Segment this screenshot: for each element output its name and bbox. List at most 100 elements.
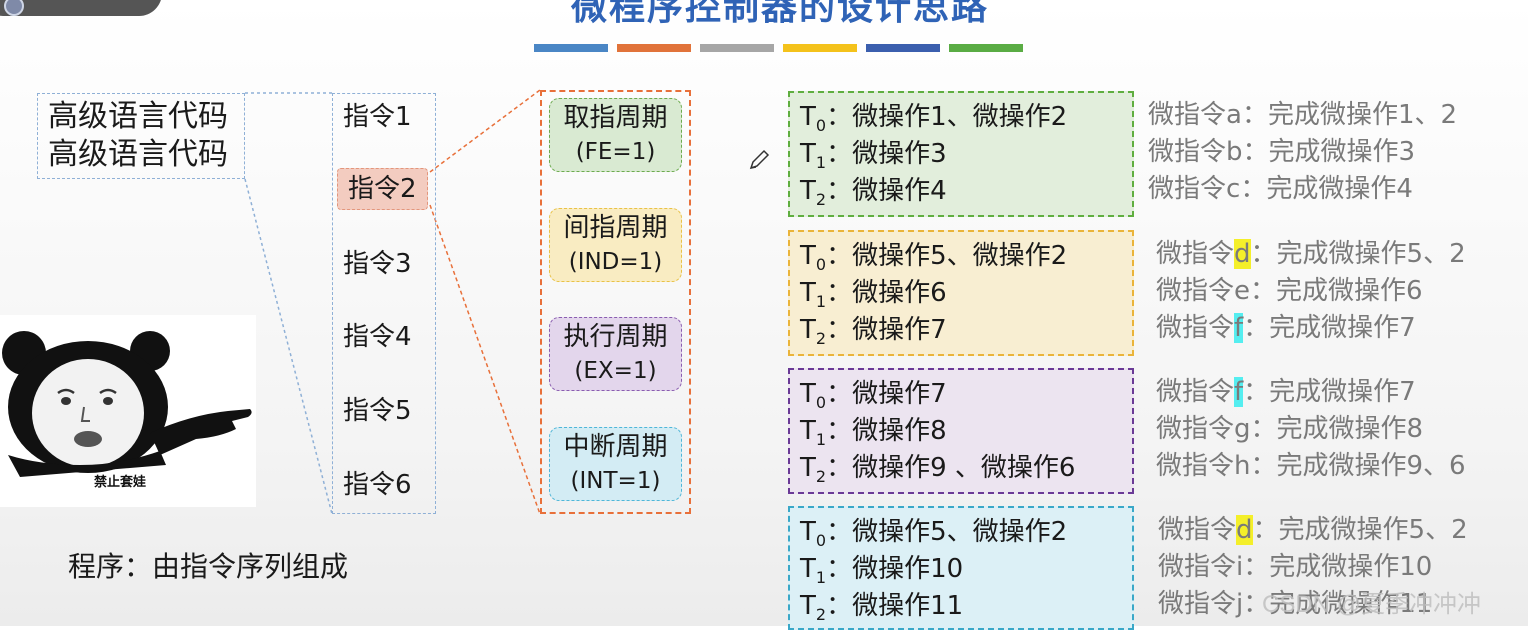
micro-instruction-row: 微指令a：完成微操作1、2: [1148, 97, 1457, 134]
instruction-item: 指令5: [343, 391, 412, 431]
micro-op-text: ：微操作11: [826, 591, 963, 621]
micro-instruction-key: h: [1234, 451, 1250, 481]
micro-instruction-row: 微指令c：完成微操作4: [1148, 171, 1457, 208]
meme-caption: 禁止套娃: [94, 471, 146, 490]
micro-op-text: ：微操作5、微操作2: [826, 241, 1067, 271]
micro-instruction-row: 微指令h：完成微操作9、6: [1156, 448, 1466, 485]
instruction-item-selected: 指令2: [337, 168, 428, 210]
micro-instruction-key: f: [1234, 377, 1243, 407]
micro-op-text: ：微操作8: [826, 416, 947, 446]
micro-instruction-row: 微指令i：完成微操作10: [1158, 549, 1468, 586]
micro-op-text: ：微操作4: [826, 176, 947, 206]
micro-instruction-desc: ：完成微操作8: [1251, 414, 1424, 444]
micro-op-text: ：微操作1、微操作2: [826, 102, 1067, 132]
micro-op-row: T0：微操作7: [800, 376, 1132, 413]
instruction-item: 指令6: [343, 465, 412, 505]
cycle-indirect: 间指周期 (IND=1): [549, 208, 682, 282]
micro-op-row: T0：微操作1、微操作2: [800, 99, 1132, 136]
micro-instruction-prefix: 微指令: [1148, 100, 1226, 130]
micro-instruction-desc: ：完成微操作10: [1243, 552, 1432, 582]
time-step-index: 0: [816, 531, 826, 550]
micro-instruction-list: 微指令f：完成微操作7微指令g：完成微操作8微指令h：完成微操作9、6: [1156, 374, 1466, 485]
csdn-watermark: CSDN @夏季冲冲冲: [1262, 584, 1481, 619]
instruction-list: 指令1 指令2 指令3 指令4 指令5 指令6: [332, 93, 436, 514]
micro-instruction-prefix: 微指令: [1156, 451, 1234, 481]
time-step-label: T: [800, 278, 816, 308]
cycle-name: 执行周期: [550, 320, 681, 354]
micro-instruction-prefix: 微指令: [1156, 377, 1234, 407]
micro-instruction-desc: ：完成微操作4: [1240, 174, 1413, 204]
micro-instruction-key: g: [1234, 414, 1251, 444]
micro-instruction-prefix: 微指令: [1156, 414, 1234, 444]
micro-op-group: T0：微操作7T1：微操作8T2：微操作9 、微操作6: [788, 368, 1134, 494]
micro-instruction-desc: ：完成微操作7: [1243, 377, 1416, 407]
time-step-label: T: [800, 102, 816, 132]
micro-instruction-row: 微指令g：完成微操作8: [1156, 411, 1466, 448]
time-step-label: T: [800, 517, 816, 547]
micro-instruction-key: c: [1226, 174, 1240, 204]
machine-cycle-list: 取指周期 (FE=1) 间指周期 (IND=1) 执行周期 (EX=1) 中断周…: [540, 90, 691, 514]
code-line: 高级语言代码: [48, 98, 244, 136]
micro-instruction-prefix: 微指令: [1156, 239, 1234, 269]
micro-op-row: T0：微操作5、微操作2: [800, 238, 1132, 275]
micro-op-text: ：微操作10: [826, 554, 963, 584]
time-step-label: T: [800, 241, 816, 271]
micro-instruction-prefix: 微指令: [1158, 552, 1236, 582]
time-step-index: 2: [816, 329, 826, 348]
micro-instruction-prefix: 微指令: [1158, 589, 1236, 619]
time-step-index: 1: [816, 292, 826, 311]
cycle-name: 间指周期: [550, 211, 681, 245]
micro-op-row: T1：微操作8: [800, 413, 1132, 450]
cycle-flag: (INT=1): [550, 464, 681, 498]
time-step-index: 1: [816, 568, 826, 587]
micro-instruction-key: e: [1234, 276, 1250, 306]
micro-instruction-desc: ：完成微操作9、6: [1251, 451, 1466, 481]
micro-instruction-row: 微指令b：完成微操作3: [1148, 134, 1457, 171]
cycle-flag: (EX=1): [550, 354, 681, 388]
time-step-label: T: [800, 315, 816, 345]
time-step-index: 0: [816, 255, 826, 274]
cycle-flag: (FE=1): [550, 135, 681, 169]
micro-instruction-desc: ：完成微操作1、2: [1242, 100, 1457, 130]
micro-op-text: ：微操作9 、微操作6: [826, 453, 1075, 483]
micro-instruction-desc: ：完成微操作6: [1250, 276, 1423, 306]
micro-instruction-key: a: [1226, 100, 1242, 130]
micro-instruction-prefix: 微指令: [1148, 137, 1226, 167]
connector-code-bottom: [245, 179, 332, 514]
micro-instruction-desc: ：完成微操作5、2: [1251, 239, 1466, 269]
micro-instruction-row: 微指令e：完成微操作6: [1156, 273, 1466, 310]
micro-instruction-row: 微指令f：完成微操作7: [1156, 374, 1466, 411]
time-step-label: T: [800, 176, 816, 206]
micro-op-row: T1：微操作6: [800, 275, 1132, 312]
time-step-label: T: [800, 453, 816, 483]
micro-instruction-key: d: [1236, 515, 1253, 545]
cycle-interrupt: 中断周期 (INT=1): [549, 427, 682, 501]
time-step-index: 1: [816, 153, 826, 172]
time-step-label: T: [800, 554, 816, 584]
micro-op-row: T2：微操作11: [800, 588, 1132, 625]
micro-op-row: T2：微操作9 、微操作6: [800, 450, 1132, 487]
micro-op-row: T2：微操作7: [800, 312, 1132, 349]
time-step-index: 1: [816, 430, 826, 449]
meme-image: 禁止套娃: [0, 315, 256, 507]
connector-instr-top: [430, 90, 540, 172]
time-step-label: T: [800, 379, 816, 409]
instruction-item: 指令1: [343, 97, 412, 137]
micro-op-text: ：微操作5、微操作2: [826, 517, 1067, 547]
cycle-name: 取指周期: [550, 101, 681, 135]
time-step-index: 2: [816, 467, 826, 486]
cycle-name: 中断周期: [550, 430, 681, 464]
micro-instruction-row: 微指令d：完成微操作5、2: [1158, 512, 1468, 549]
program-caption: 程序：由指令序列组成: [68, 545, 348, 585]
micro-op-text: ：微操作6: [826, 278, 947, 308]
micro-instruction-list: 微指令d：完成微操作5、2微指令e：完成微操作6微指令f：完成微操作7: [1156, 236, 1466, 347]
connector-instr-bottom: [430, 205, 540, 514]
code-line: 高级语言代码: [48, 136, 244, 174]
cycle-flag: (IND=1): [550, 245, 681, 279]
instruction-item: 指令3: [343, 244, 412, 284]
micro-instruction-row: 微指令d：完成微操作5、2: [1156, 236, 1466, 273]
time-step-index: 0: [816, 116, 826, 135]
